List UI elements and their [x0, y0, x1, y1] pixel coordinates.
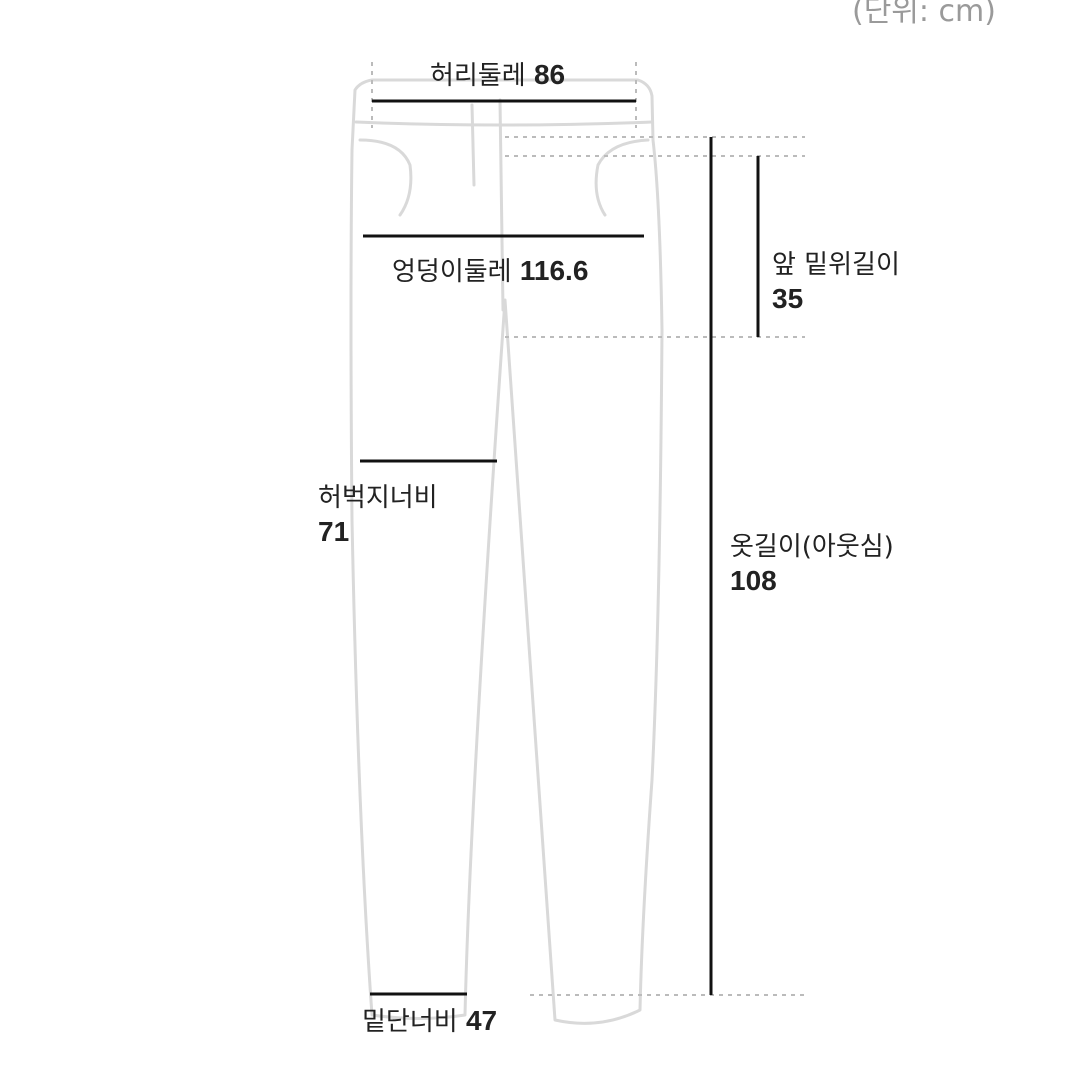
- waist-value: 86: [533, 59, 566, 90]
- pants-body: [349, 78, 664, 1025]
- waistband-line: [354, 120, 654, 127]
- front-rise-label: 앞 밑위길이 35: [772, 248, 900, 316]
- hip-label-text: 엉덩이둘레: [392, 257, 512, 287]
- length-label-text: 옷길이(아웃심): [730, 532, 894, 562]
- unit-note: (단위: cm): [852, 0, 996, 29]
- center-seam: [498, 98, 505, 312]
- right-pocket: [594, 138, 650, 217]
- length-value: 108: [730, 565, 777, 596]
- waist-label-text: 허리둘레: [430, 61, 526, 91]
- front-rise-value: 35: [772, 283, 804, 314]
- thigh-label: 허벅지너비 71: [318, 481, 438, 549]
- left-pocket: [358, 138, 413, 217]
- measure-lines: [360, 99, 760, 996]
- length-label: 옷길이(아웃심) 108: [730, 530, 894, 598]
- hem-label: 밑단너비 47: [362, 1004, 497, 1039]
- dotted-guides: [371, 62, 805, 996]
- front-rise-label-text: 앞 밑위길이: [772, 250, 900, 280]
- thigh-label-text: 허벅지너비: [318, 483, 438, 513]
- waist-label: 허리둘레 86: [430, 58, 565, 93]
- hip-label: 엉덩이둘레 116.6: [392, 254, 588, 289]
- hem-label-text: 밑단너비: [362, 1007, 458, 1037]
- thigh-value: 71: [318, 516, 350, 547]
- button-fly: [470, 103, 476, 187]
- hem-value: 47: [465, 1005, 498, 1036]
- pants-outline: [349, 78, 664, 1025]
- hip-value: 116.6: [519, 255, 589, 286]
